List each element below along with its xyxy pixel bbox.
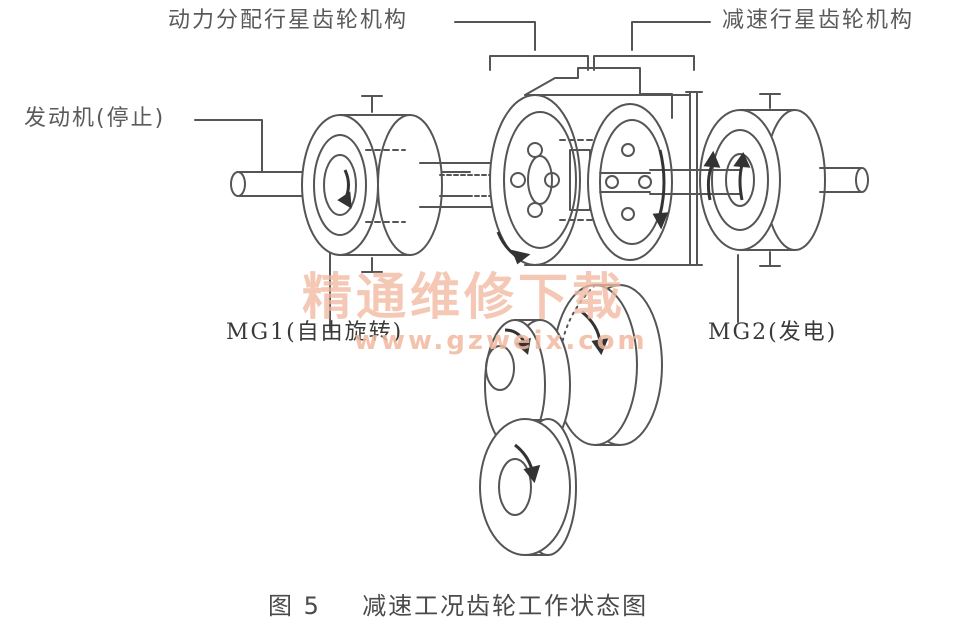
- counter-gear-small: [484, 319, 571, 451]
- label-engine: 发动机(停止): [24, 106, 166, 131]
- rotation-arrows: [337, 149, 751, 484]
- label-power-split-planetary: 动力分配行星齿轮机构: [168, 8, 409, 33]
- watermark-url: www.gzweix.com: [354, 326, 648, 356]
- figure-caption: 图 5 减速工况齿轮工作状态图: [268, 594, 648, 618]
- label-mg1: MG1(自由旋转): [226, 320, 404, 345]
- reduction-planetary: [587, 91, 703, 266]
- counter-gear-large: [552, 284, 663, 446]
- mg1-unit: [301, 95, 443, 273]
- watermark-text: 精通维修下载: [302, 268, 626, 326]
- figure-title: 减速工况齿轮工作状态图: [362, 592, 649, 620]
- mg2-unit: [699, 93, 826, 267]
- figure-number: 图 5: [268, 592, 321, 620]
- label-reduction-planetary: 减速行星齿轮机构: [722, 8, 915, 33]
- label-mg2: MG2(发电): [708, 320, 838, 345]
- differential-ring-gear: [479, 418, 577, 556]
- power-split-planetary: [489, 67, 691, 266]
- output-shaft: [649, 167, 869, 195]
